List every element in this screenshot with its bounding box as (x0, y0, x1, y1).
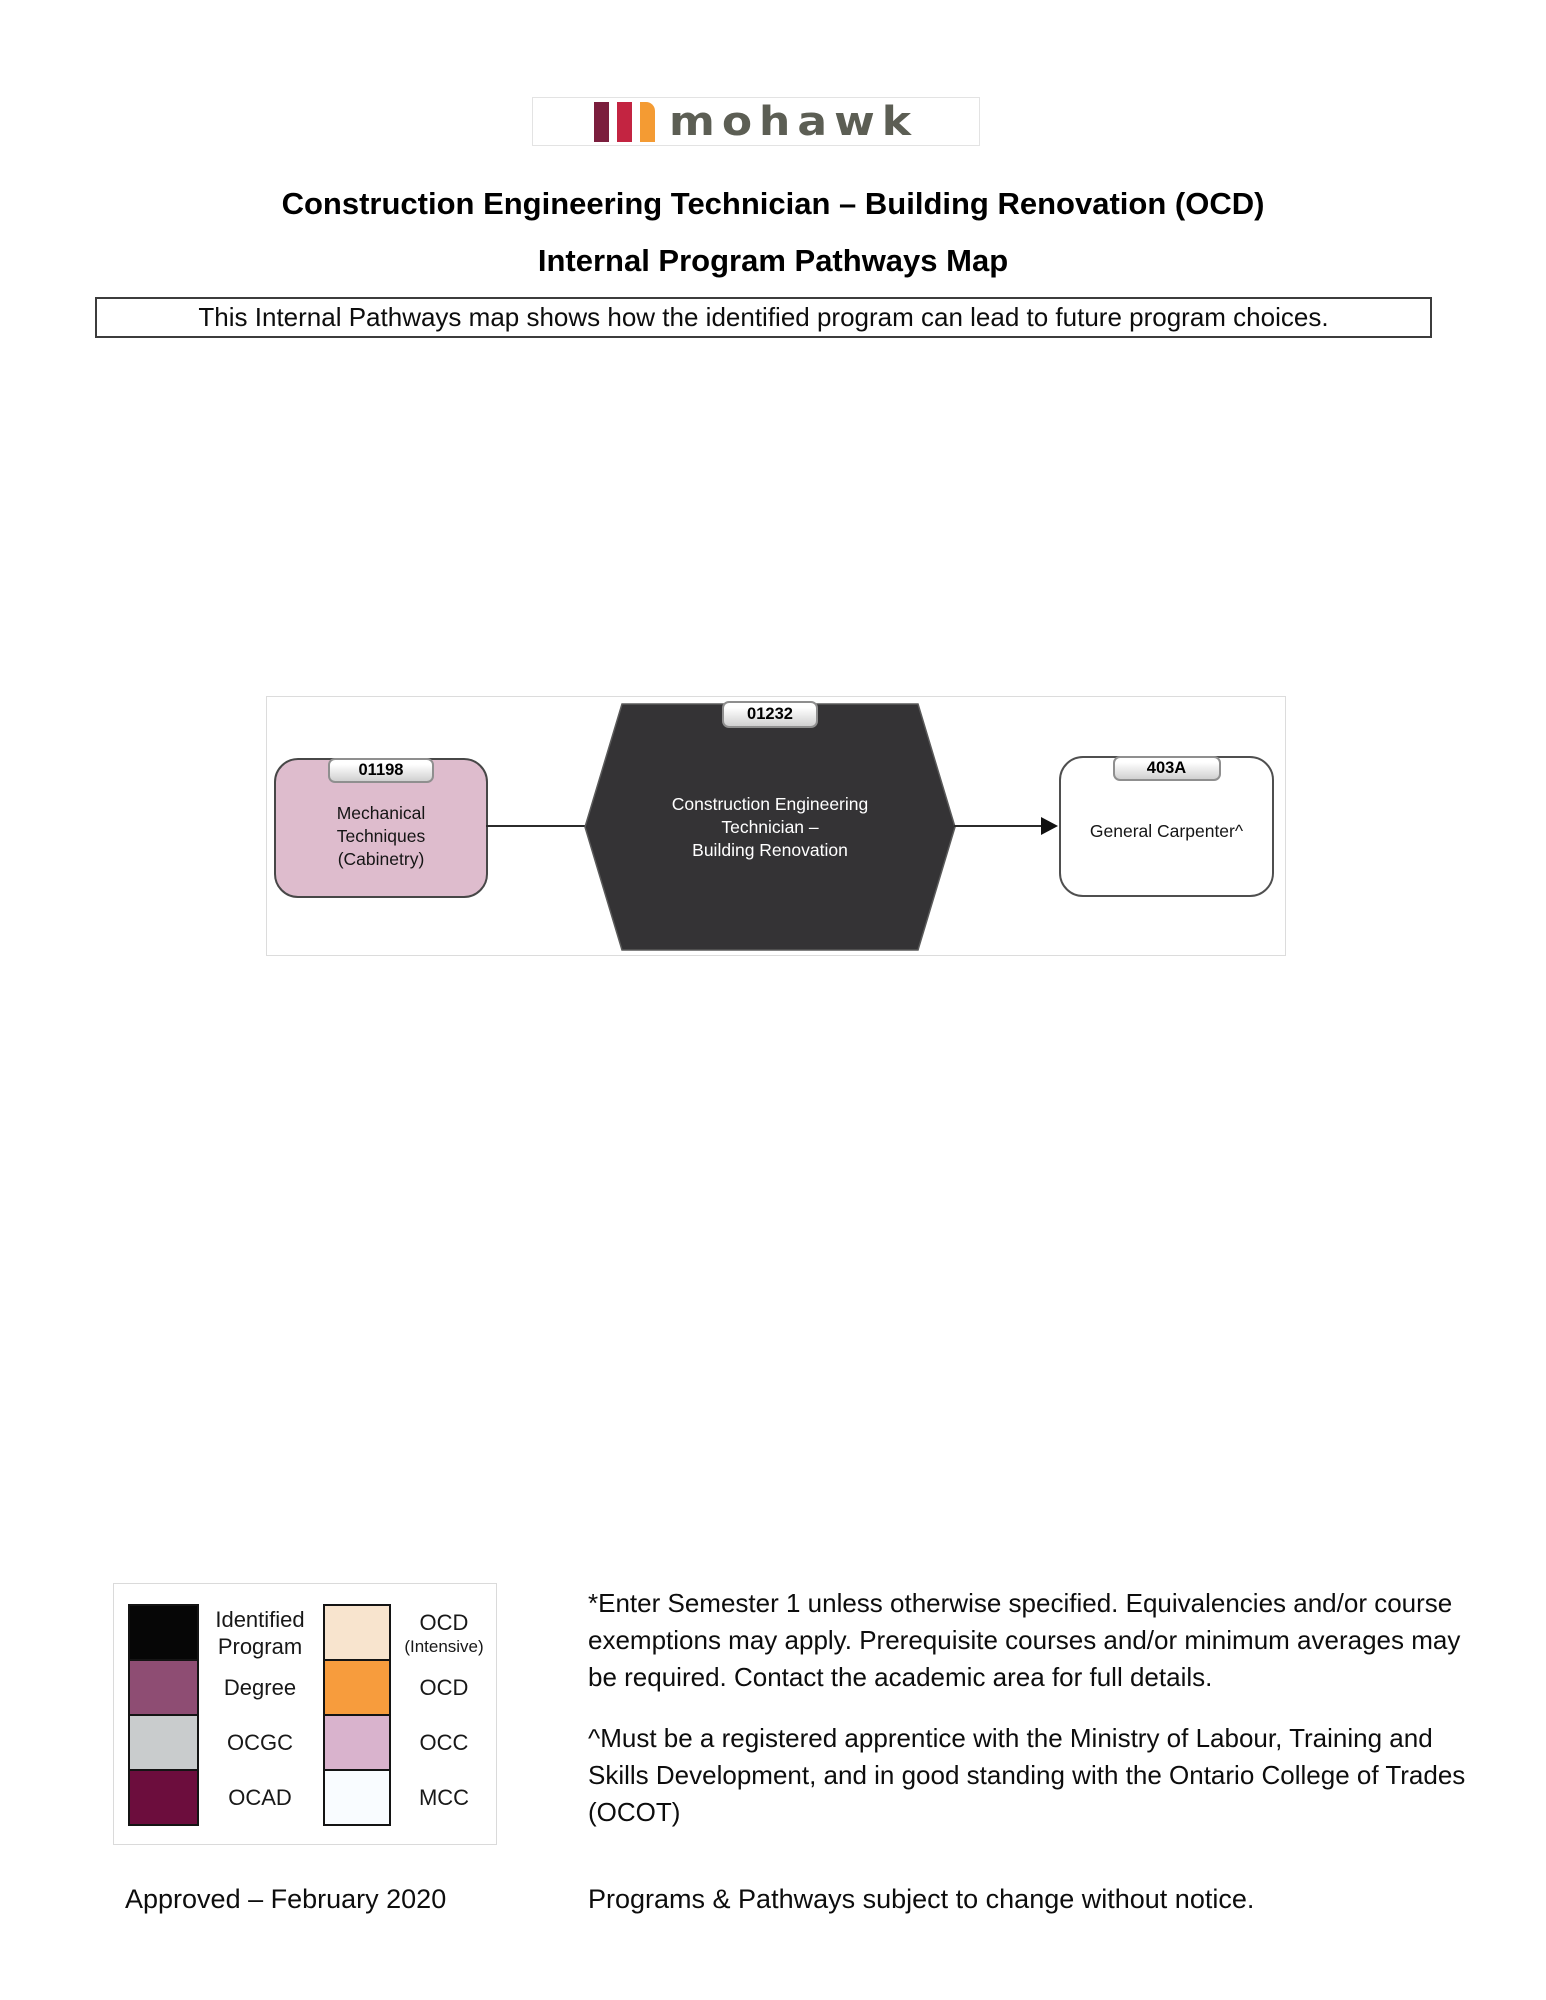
node-label-line: Building Renovation (692, 839, 848, 860)
legend-swatch-occ (323, 1714, 391, 1771)
intro-banner-text: This Internal Pathways map shows how the… (198, 302, 1329, 332)
intro-banner: This Internal Pathways map shows how the… (95, 297, 1432, 338)
apprentice-footnote: ^Must be a registered apprentice with th… (588, 1723, 1466, 1827)
legend-label-ocgc: OCGC (227, 1730, 293, 1755)
node-general-carpenter: 403A General Carpenter^ (1059, 756, 1274, 897)
legend-label-degree: Degree (223, 1675, 297, 1700)
node-label-line: (Cabinetry) (337, 848, 425, 869)
legend-swatch-degree (128, 1659, 199, 1716)
node-code-badge: 01232 (722, 701, 818, 728)
semester-footnote: *Enter Semester 1 unless otherwise speci… (588, 1588, 1461, 1692)
node-label-line: Techniques (336, 825, 426, 846)
legend-label-identified-program: Identified Program (215, 1606, 305, 1659)
legend-swatch-identified-program (128, 1604, 199, 1661)
legend-label-text: OCD (419, 1609, 469, 1635)
legend-swatch-ocd (323, 1659, 391, 1716)
legend-label-occ: OCC (419, 1730, 469, 1755)
legend-swatch-ocgc (128, 1714, 199, 1771)
disclaimer-text: Programs & Pathways subject to change wi… (588, 1884, 1255, 1914)
logo-bar-crimson (616, 101, 632, 142)
node-mechanical-techniques: 01198 Mechanical Techniques (Cabinetry) (274, 758, 488, 898)
legend-label-ocad: OCAD (228, 1785, 292, 1810)
mohawk-bars-icon (593, 101, 655, 142)
footnotes: *Enter Semester 1 unless otherwise speci… (588, 1585, 1480, 1855)
mohawk-logo: mohawk (532, 97, 980, 146)
node-label-line: Mechanical (336, 802, 426, 823)
node-label-line: General Carpenter^ (1089, 821, 1244, 841)
logo-bar-orange (639, 101, 655, 142)
node-label-line: Technician – (721, 816, 819, 837)
connector-line (954, 825, 1044, 827)
hexagon-shape (584, 703, 956, 951)
legend-label-ocd: OCD (419, 1675, 469, 1700)
legend-label-mcc: MCC (418, 1785, 470, 1810)
connector-line (486, 825, 586, 827)
hexagon-label: Construction Engineering Technician – Bu… (584, 703, 956, 951)
mohawk-wordmark: mohawk (668, 97, 918, 145)
node-label-line: Construction Engineering (671, 793, 869, 814)
node-code-badge: 403A (1112, 756, 1221, 781)
node-code-badge: 01198 (328, 758, 434, 783)
legend-sublabel-text: (Intensive) (404, 1636, 484, 1656)
pathways-diagram: 01198 Mechanical Techniques (Cabinetry) … (266, 696, 1286, 956)
legend-swatch-ocd-intensive (323, 1604, 391, 1661)
page-title: Construction Engineering Technician – Bu… (281, 186, 1265, 221)
arrow-right-icon (1041, 817, 1058, 835)
legend-swatch-mcc (323, 1769, 391, 1826)
node-construction-engineering-technician: Construction Engineering Technician – Bu… (584, 701, 956, 951)
legend-swatch-ocad (128, 1769, 199, 1826)
logo-bar-maroon (593, 101, 609, 142)
page-subtitle: Internal Program Pathways Map (537, 243, 1009, 278)
approved-date: Approved – February 2020 (125, 1884, 447, 1914)
legend: Identified Program Degree OCGC OCAD OCD … (113, 1583, 497, 1845)
legend-label-ocd-intensive: OCD (Intensive) (394, 1604, 494, 1661)
